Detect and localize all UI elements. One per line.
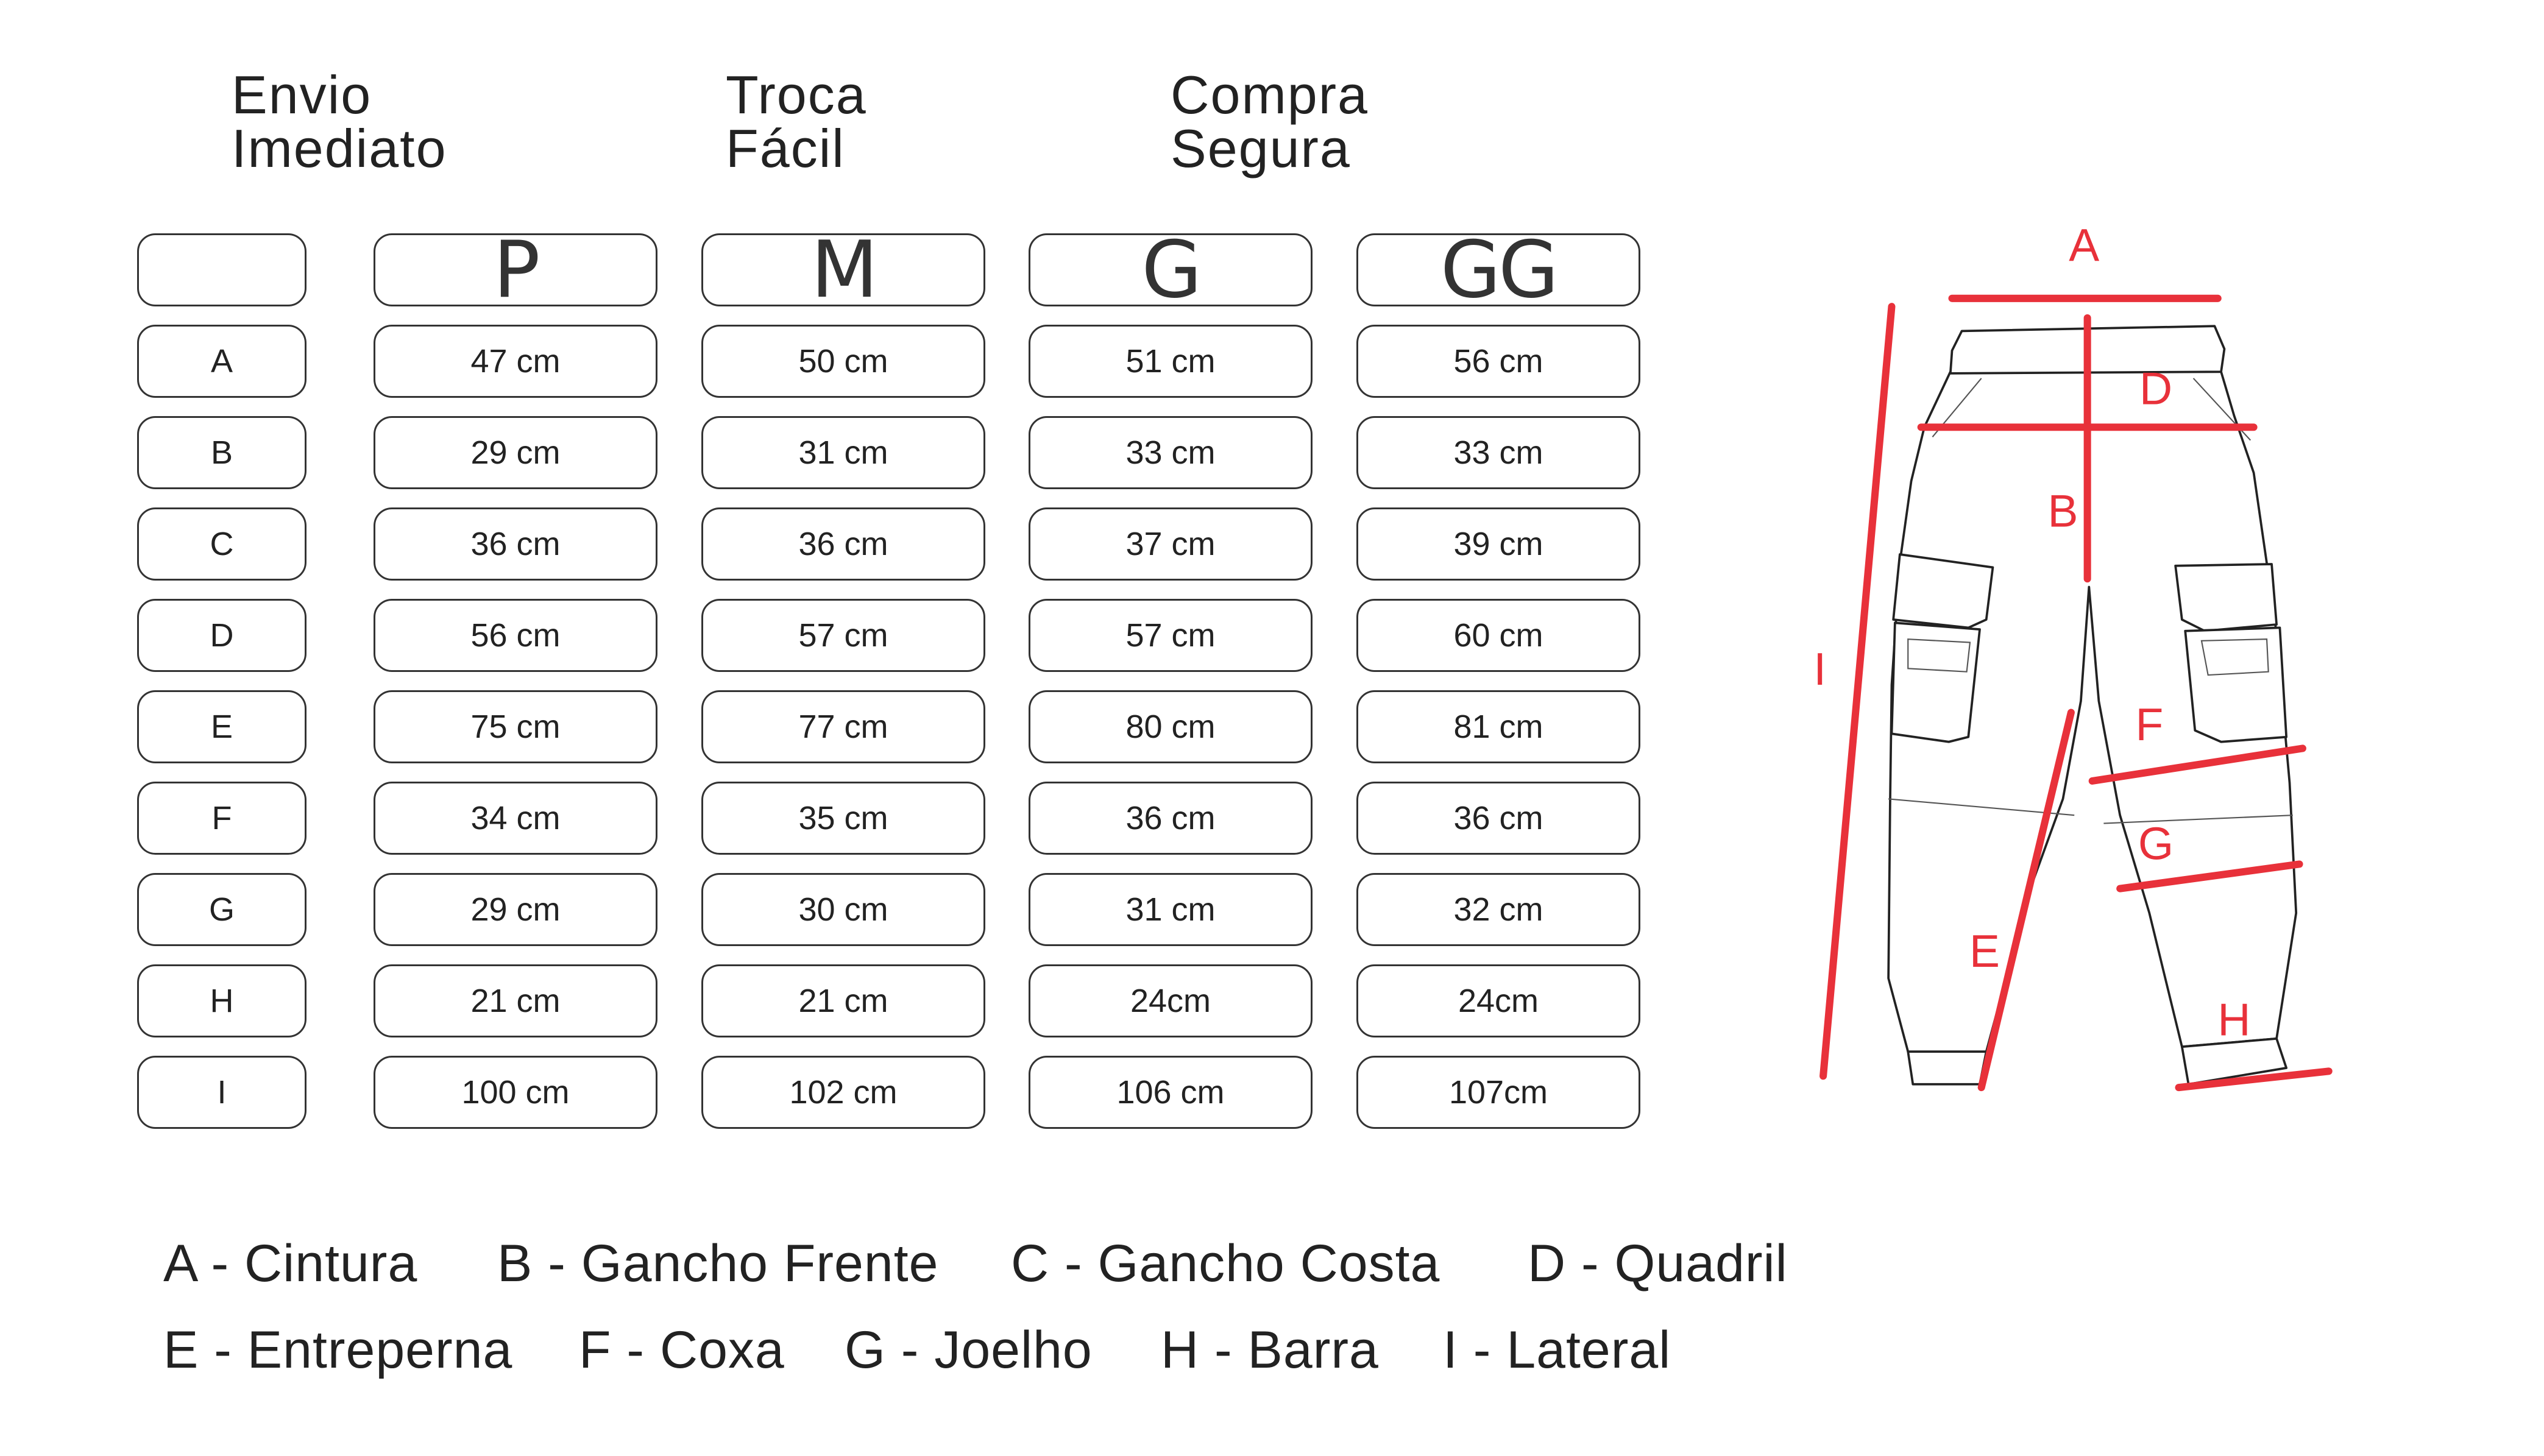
measurement-cell: 33 cm: [1029, 416, 1313, 489]
feature-line: Fácil: [726, 118, 845, 178]
measurement-cell: 32 cm: [1356, 873, 1640, 946]
measurement-cell: 100 cm: [374, 1056, 657, 1129]
measurement-lines: [1819, 294, 2333, 1092]
row-label-i: I: [137, 1056, 306, 1129]
measurement-cell: 33 cm: [1356, 416, 1640, 489]
measurement-cell: 47 cm: [374, 325, 657, 398]
row-label-f: F: [137, 782, 306, 855]
label-f: F: [2135, 699, 2163, 750]
measurement-cell: 29 cm: [374, 873, 657, 946]
measurement-cell: 51 cm: [1029, 325, 1313, 398]
measurement-cell: 30 cm: [701, 873, 985, 946]
measurement-cell: 34 cm: [374, 782, 657, 855]
measurement-cell: 80 cm: [1029, 690, 1313, 763]
measurement-cell: 56 cm: [1356, 325, 1640, 398]
measure-line-g: [2116, 860, 2303, 892]
size-header-p: P: [374, 225, 657, 316]
measurement-cell: 21 cm: [374, 964, 657, 1037]
label-a: A: [2069, 219, 2099, 270]
measurement-cell: 39 cm: [1356, 507, 1640, 581]
legend-item: D - Quadril: [1528, 1234, 1788, 1293]
size-header-gg: GG: [1356, 225, 1640, 316]
measurement-cell: 24cm: [1029, 964, 1313, 1037]
pants-outline: [1887, 325, 2298, 1086]
label-e: E: [1969, 925, 2000, 977]
legend-item: E - Entreperna: [163, 1321, 513, 1379]
feature-line: Imediato: [232, 118, 447, 178]
feature-line: Segura: [1171, 118, 1351, 178]
measure-line-i: [1819, 303, 1896, 1080]
feature-envio-imediato: Envio Imediato: [232, 68, 447, 175]
measurement-cell: 36 cm: [1029, 782, 1313, 855]
measure-line-h: [2175, 1067, 2333, 1092]
legend-item: I - Lateral: [1443, 1321, 1671, 1379]
measurement-cell: 60 cm: [1356, 599, 1640, 672]
measurement-cell: 102 cm: [701, 1056, 985, 1129]
table-corner-cell: [137, 233, 306, 306]
feature-line: Troca: [726, 65, 867, 125]
feature-troca-facil: Troca Fácil: [726, 68, 867, 175]
legend-item: F - Coxa: [579, 1321, 785, 1379]
measurement-cell: 37 cm: [1029, 507, 1313, 581]
legend-item: G - Joelho: [845, 1321, 1093, 1379]
legend-item: A - Cintura: [163, 1234, 418, 1293]
size-header-g: G: [1029, 225, 1313, 316]
row-label-c: C: [137, 507, 306, 581]
measurement-cell: 57 cm: [1029, 599, 1313, 672]
measurement-cell: 50 cm: [701, 325, 985, 398]
measurement-cell: 36 cm: [374, 507, 657, 581]
measurement-cell: 75 cm: [374, 690, 657, 763]
measurement-cell: 81 cm: [1356, 690, 1640, 763]
measurement-cell: 36 cm: [1356, 782, 1640, 855]
measurement-cell: 77 cm: [701, 690, 985, 763]
measurement-cell: 24cm: [1356, 964, 1640, 1037]
row-label-d: D: [137, 599, 306, 672]
label-h: H: [2217, 994, 2250, 1045]
label-g: G: [2138, 818, 2174, 869]
measurement-cell: 21 cm: [701, 964, 985, 1037]
row-label-h: H: [137, 964, 306, 1037]
label-d: D: [2139, 363, 2172, 414]
row-label-g: G: [137, 873, 306, 946]
measurement-cell: 106 cm: [1029, 1056, 1313, 1129]
feature-compra-segura: Compra Segura: [1171, 68, 1369, 175]
row-label-b: B: [137, 416, 306, 489]
measurement-cell: 107cm: [1356, 1056, 1640, 1129]
row-label-e: E: [137, 690, 306, 763]
measure-line-e: [1977, 709, 2075, 1092]
measurement-cell: 31 cm: [701, 416, 985, 489]
measurement-cell: 57 cm: [701, 599, 985, 672]
row-label-a: A: [137, 325, 306, 398]
legend-item: H - Barra: [1161, 1321, 1379, 1379]
measurement-labels: A I B D E F G H: [1813, 219, 2250, 1045]
measurement-cell: 31 cm: [1029, 873, 1313, 946]
measurement-cell: 36 cm: [701, 507, 985, 581]
legend-item: C - Gancho Costa: [1011, 1234, 1440, 1293]
size-header-m: M: [701, 225, 985, 316]
measurement-cell: 35 cm: [701, 782, 985, 855]
legend-item: B - Gancho Frente: [497, 1234, 939, 1293]
feature-line: Envio: [232, 65, 372, 125]
feature-line: Compra: [1171, 65, 1369, 125]
label-b: B: [2048, 485, 2078, 536]
measurement-cell: 56 cm: [374, 599, 657, 672]
measurement-cell: 29 cm: [374, 416, 657, 489]
measure-line-f: [2088, 744, 2306, 785]
label-i: I: [1813, 643, 1826, 694]
